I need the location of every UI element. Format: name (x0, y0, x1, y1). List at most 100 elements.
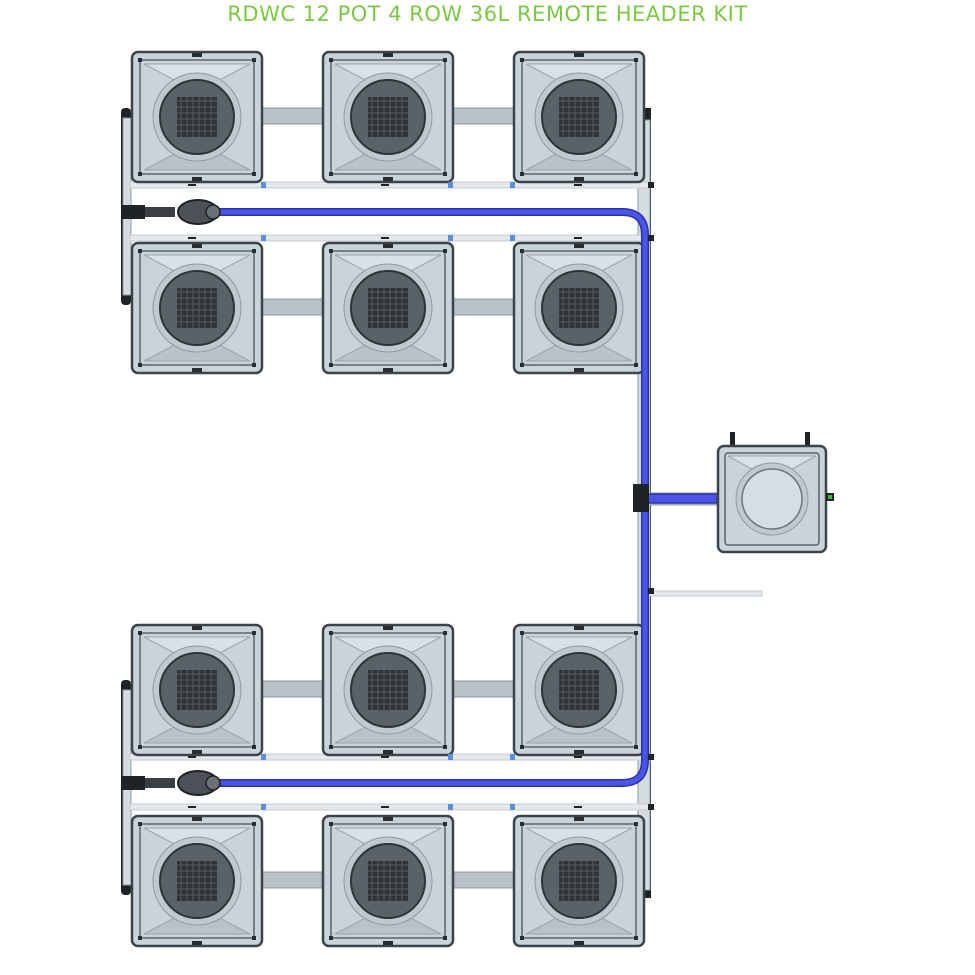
pot-corner-pin (329, 58, 333, 62)
pot-corner-pin (443, 172, 447, 176)
pump-head (205, 204, 221, 220)
pipe-marker (574, 756, 582, 758)
manifold-tee (633, 484, 649, 512)
pot-grid (130, 50, 646, 948)
pump-icon (121, 770, 221, 796)
pump-icon (121, 199, 221, 225)
pipe-marker (188, 756, 196, 758)
net-pot-mesh (177, 97, 217, 137)
pipe-marker (574, 237, 582, 239)
pot-rim (139, 823, 255, 939)
pot-tab (192, 53, 202, 57)
pot-tab (192, 817, 202, 821)
pipe-marker (574, 806, 582, 808)
pot-corner-pin (520, 58, 524, 62)
net-pot-mesh (177, 670, 217, 710)
pot-corner-pin (252, 58, 256, 62)
pot-corner-pin (520, 249, 524, 253)
pot-tab (192, 244, 202, 248)
pipe-marker (381, 756, 389, 758)
pump-connector (145, 778, 175, 788)
pot-icon (321, 241, 455, 375)
feed-pipe (129, 803, 651, 811)
pot-rim (139, 250, 255, 366)
pot-rim (330, 250, 446, 366)
pot-corner-pin (520, 363, 524, 367)
header-tank-icon (716, 432, 834, 554)
pot-corner-pin (138, 172, 142, 176)
pot-tab (383, 941, 393, 945)
header-rim (724, 452, 820, 546)
pot-corner-pin (634, 249, 638, 253)
net-pot-mesh (368, 861, 408, 901)
pipe-clip (510, 182, 515, 188)
pot-corner-pin (138, 249, 142, 253)
row-pipe (450, 680, 517, 698)
pipe-clip (448, 804, 453, 810)
pot-icon (321, 50, 455, 184)
pot-icon (512, 50, 646, 184)
header-lid (741, 468, 803, 530)
pot-tab (574, 53, 584, 57)
pot-corner-pin (252, 936, 256, 940)
net-pot-mesh (368, 97, 408, 137)
manifold-joint (648, 754, 654, 760)
pipe-marker (381, 237, 389, 239)
pot-tab (383, 244, 393, 248)
manifold-joint (648, 804, 654, 810)
pot-corner-pin (252, 363, 256, 367)
row-pipe (259, 107, 326, 125)
header-handle (805, 432, 810, 448)
pot-corner-pin (252, 631, 256, 635)
pot-corner-pin (138, 363, 142, 367)
pot-tab (383, 53, 393, 57)
row-pipe (450, 107, 517, 125)
row-pipe (259, 680, 326, 698)
pipe-clip (510, 804, 515, 810)
pot-icon (321, 814, 455, 948)
pot-tab (192, 626, 202, 630)
pump-coupler (121, 205, 145, 219)
pot-tab (192, 368, 202, 372)
pot-corner-pin (138, 936, 142, 940)
pipe-clip (448, 754, 453, 760)
manifold-joint (648, 235, 654, 241)
pot-corner-pin (443, 936, 447, 940)
pot-tab (192, 177, 202, 181)
pot-corner-pin (520, 745, 524, 749)
pot-corner-pin (634, 936, 638, 940)
pot-corner-pin (634, 745, 638, 749)
pot-tab (574, 177, 584, 181)
pot-corner-pin (329, 631, 333, 635)
net-pot-mesh (177, 288, 217, 328)
pot-corner-pin (520, 631, 524, 635)
pot-corner-pin (252, 249, 256, 253)
pot-corner-pin (138, 631, 142, 635)
pipe-clip (261, 235, 266, 241)
pot-icon (512, 814, 646, 948)
header-branch-pipe (649, 590, 763, 597)
pipe-marker (188, 184, 196, 186)
pot-tab (383, 750, 393, 754)
pot-corner-pin (634, 58, 638, 62)
header-handle (730, 432, 735, 448)
manifold-joint (648, 588, 654, 594)
row-pipe (450, 871, 517, 889)
pot-corner-pin (443, 249, 447, 253)
pipe-marker (381, 806, 389, 808)
pipe-marker (381, 184, 389, 186)
header-outlet-valve (828, 495, 832, 499)
net-pot-mesh (368, 670, 408, 710)
pot-corner-pin (329, 745, 333, 749)
pot-corner-pin (634, 363, 638, 367)
pot-corner-pin (329, 363, 333, 367)
pipe-clip (261, 804, 266, 810)
pot-tab (383, 626, 393, 630)
pot-corner-pin (329, 249, 333, 253)
row-pipe (450, 298, 517, 316)
pot-icon (512, 241, 646, 375)
pot-icon (130, 50, 264, 184)
remote-header-tank (716, 432, 834, 554)
pot-corner-pin (443, 631, 447, 635)
